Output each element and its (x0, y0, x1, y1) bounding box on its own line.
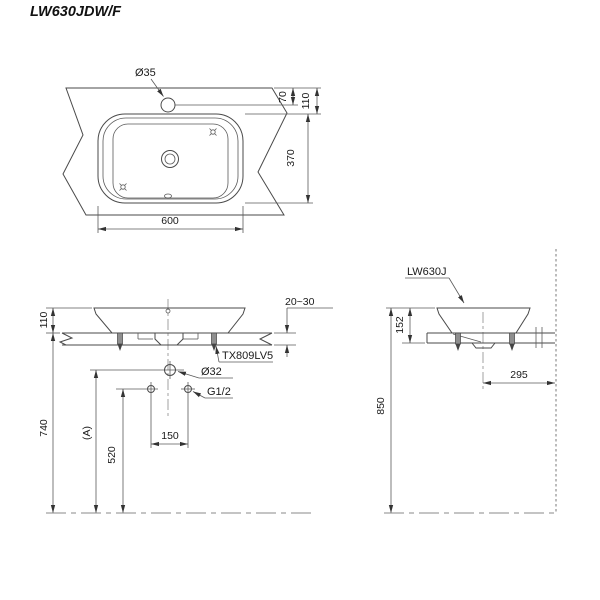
page-title: LW630JDW/F (30, 4, 122, 20)
basin-rim-inner (102, 117, 239, 200)
basin-rim-outer (97, 113, 244, 204)
top-view: Ø35 70 110 370 600 (62, 67, 321, 233)
fixing-bolt (211, 332, 217, 351)
svg-text:TX809LV5: TX809LV5 (222, 350, 273, 362)
drain-dia-label: Ø32 (177, 366, 233, 379)
dim-150: 150 (151, 430, 188, 447)
reference-marker (209, 128, 217, 136)
front-view: TX809LV5 Ø32 G1/2 (38, 296, 333, 514)
drain-outer (161, 150, 179, 168)
drain-fitting-front (154, 333, 184, 346)
svg-text:20~30: 20~30 (285, 296, 315, 308)
faucet-hole-dia-label: Ø35 (135, 67, 156, 79)
fixing-bolt (455, 332, 461, 351)
svg-text:LW630J: LW630J (407, 266, 447, 278)
dim-A: (A) (81, 370, 99, 513)
supply-hole (116, 382, 158, 396)
dim-850: 850 (375, 308, 394, 513)
side-view: LW630J 152 8 (375, 249, 557, 514)
svg-text:G1/2: G1/2 (207, 386, 231, 398)
basin-bowl (112, 123, 229, 199)
svg-text:520: 520 (106, 446, 118, 464)
drain-inner (164, 153, 176, 165)
dim-110-front: 110 (38, 308, 56, 333)
svg-text:110: 110 (300, 92, 312, 109)
counter-outline-top-view (62, 87, 288, 216)
counter-break-left (58, 332, 74, 346)
svg-text:(A): (A) (81, 426, 93, 440)
model-label: LW630J (405, 266, 465, 304)
faucet-hole (160, 97, 176, 113)
counter-break-right (258, 332, 273, 346)
reference-marker (119, 183, 127, 191)
dim-counter-thickness: 20~30 (284, 296, 333, 357)
faucet-leader-line (150, 78, 164, 97)
supply-hole (181, 382, 195, 396)
dim-600: 600 (98, 215, 243, 232)
fixing-bolt (509, 332, 515, 351)
svg-text:110: 110 (38, 311, 50, 328)
svg-text:850: 850 (375, 397, 387, 415)
fixing-bolt (117, 332, 123, 351)
overflow-hole (164, 193, 172, 199)
dim-152: 152 (394, 308, 413, 343)
svg-text:600: 600 (161, 215, 179, 227)
svg-text:Ø32: Ø32 (201, 366, 222, 378)
drain-fitting-side (471, 342, 496, 349)
dim-70: 70 (277, 88, 296, 105)
svg-text:295: 295 (510, 369, 528, 381)
svg-text:370: 370 (285, 149, 297, 167)
dim-295: 295 (483, 369, 555, 386)
fixing-bolt-label: TX809LV5 (215, 345, 273, 363)
svg-text:70: 70 (277, 91, 289, 103)
svg-text:740: 740 (38, 419, 50, 437)
dim-110-top: 110 (300, 88, 320, 114)
svg-text:152: 152 (394, 316, 406, 334)
faucet-hole-front (165, 308, 171, 314)
dim-740: 740 (38, 333, 56, 513)
dim-370: 370 (285, 114, 311, 203)
supply-thread-label: G1/2 (192, 386, 233, 399)
basin-profile-side (436, 307, 531, 334)
dim-520: 520 (106, 389, 126, 513)
svg-text:150: 150 (161, 430, 179, 442)
